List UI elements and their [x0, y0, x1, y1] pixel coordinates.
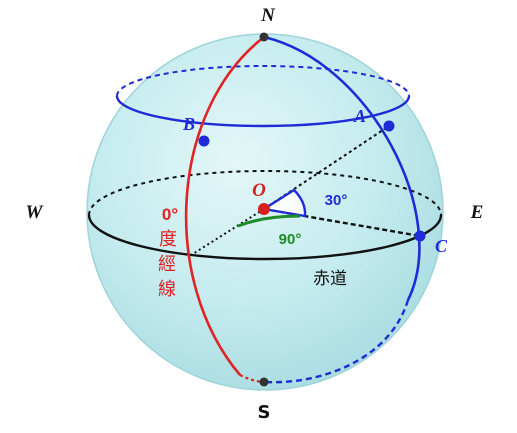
point-a-label: A	[353, 106, 366, 126]
equator-back-arc	[88, 170, 442, 216]
south-pole-label: S	[258, 402, 271, 423]
prime-meridian-label-char3: 線	[158, 279, 176, 300]
prime-meridian-label-char2: 經	[158, 254, 176, 275]
latitude-angle-mark	[260, 188, 307, 218]
north-pole-label: N	[260, 5, 276, 26]
prime-meridian-back	[239, 374, 264, 384]
prime-meridian-label-char1: 度	[159, 229, 177, 250]
longitude-angle-mark	[237, 214, 301, 228]
latitude-circle-front-arc	[115, 95, 411, 128]
meridian-90-back	[263, 299, 410, 384]
point-c-dot	[414, 230, 426, 242]
latitude-circle-back-arc	[116, 65, 410, 97]
center-point-o	[258, 203, 270, 215]
point-b-label: B	[182, 114, 195, 134]
longitude-angle-label: 90°	[279, 231, 302, 248]
point-c-label: C	[435, 236, 448, 256]
south-pole-dot	[259, 377, 269, 387]
meridian-90-front	[263, 35, 421, 301]
latitude-angle-label: 30°	[325, 192, 348, 209]
prime-meridian-label-degree: 0°	[162, 205, 178, 224]
west-label: W	[26, 202, 44, 223]
east-label: E	[470, 202, 484, 223]
point-a-dot	[383, 120, 395, 132]
point-b-dot	[198, 135, 210, 147]
north-pole-dot	[259, 32, 269, 42]
center-label-o: O	[252, 180, 266, 201]
equator-label: 赤道	[313, 269, 347, 289]
prime-meridian-front	[184, 35, 265, 376]
